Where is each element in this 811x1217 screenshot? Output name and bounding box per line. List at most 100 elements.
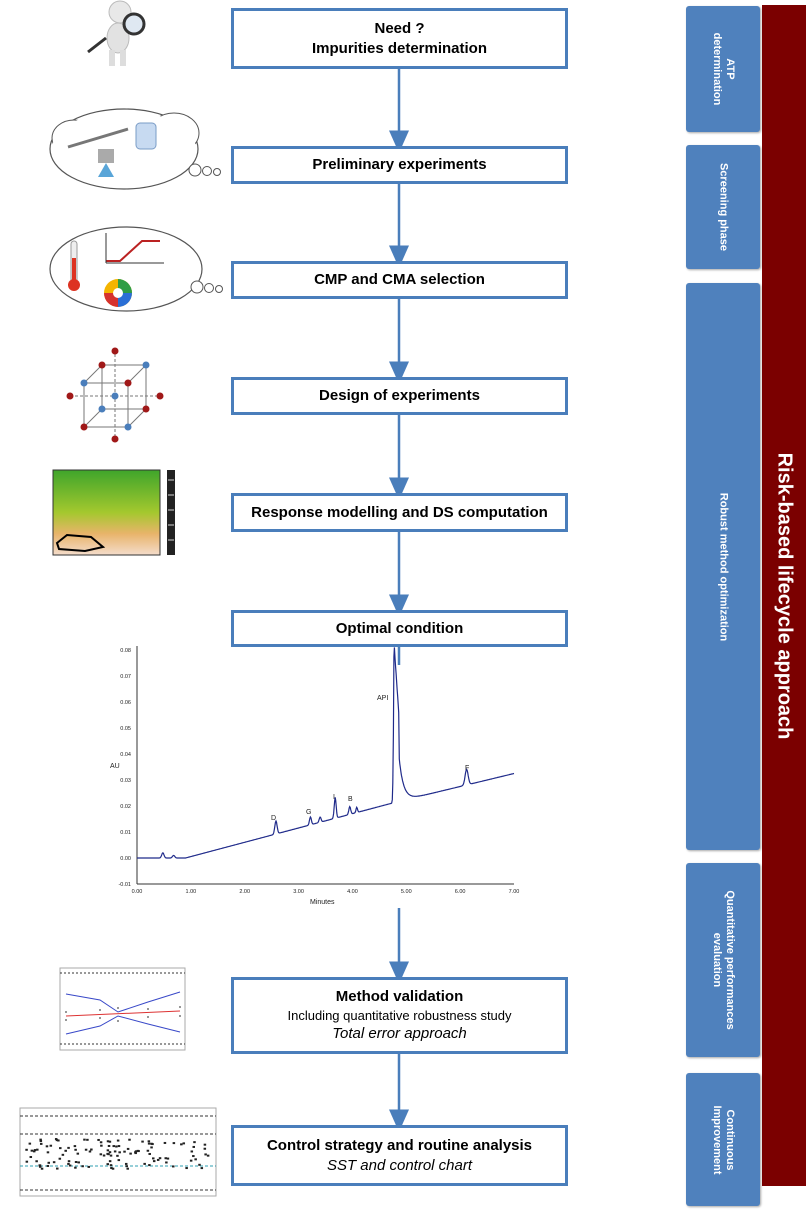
control-point <box>68 1164 72 1167</box>
control-point <box>115 1145 118 1148</box>
x-tick-label: 3.00 <box>293 889 304 895</box>
control-point <box>55 1139 59 1142</box>
control-point <box>156 1158 160 1161</box>
control-point <box>147 1142 151 1145</box>
peak-label-f: F <box>465 765 469 772</box>
control-point <box>74 1160 78 1163</box>
control-point <box>81 1165 84 1168</box>
control-point <box>38 1165 42 1168</box>
phase-robust-optimization: Robust method optimization <box>686 283 760 850</box>
control-point <box>106 1149 110 1152</box>
control-point <box>38 1164 42 1167</box>
control-point <box>118 1151 121 1154</box>
control-point <box>163 1141 167 1144</box>
step-response-modelling: Response modelling and DS computation <box>231 493 568 532</box>
lab-equipment-thought-cloud <box>49 108 221 190</box>
control-point <box>152 1157 155 1160</box>
control-point <box>36 1148 39 1151</box>
control-point <box>129 1152 132 1155</box>
peak-label-g: G <box>306 809 311 816</box>
control-point <box>54 1138 58 1141</box>
control-point <box>108 1151 112 1154</box>
control-point <box>40 1167 44 1170</box>
control-point <box>88 1150 92 1153</box>
step-subtitle: Impurities determination <box>311 39 488 57</box>
step-title: Method validation <box>335 988 464 1005</box>
step-control-strategy: Control strategy and routine analysis SS… <box>231 1125 568 1186</box>
control-point <box>141 1140 144 1143</box>
control-point <box>87 1165 91 1168</box>
control-point <box>172 1165 175 1168</box>
y-axis-label: AU <box>110 763 120 770</box>
control-point <box>52 1161 56 1164</box>
control-point <box>100 1144 103 1147</box>
control-point <box>111 1167 115 1170</box>
y-tick-label: 0.05 <box>120 726 131 732</box>
control-point <box>83 1138 86 1141</box>
control-point <box>76 1152 80 1155</box>
control-point <box>67 1146 70 1149</box>
control-point <box>198 1163 201 1166</box>
control-point <box>47 1161 51 1164</box>
control-point <box>148 1164 151 1167</box>
step-title: Optimal condition <box>335 619 464 637</box>
control-point <box>116 1154 119 1157</box>
control-point <box>106 1140 110 1143</box>
control-point <box>203 1147 207 1150</box>
control-point <box>147 1140 151 1143</box>
control-point <box>117 1145 121 1148</box>
y-tick-label: 0.08 <box>120 648 131 654</box>
control-point <box>206 1154 210 1157</box>
control-point <box>108 1140 112 1143</box>
y-tick-label: 0.03 <box>120 778 131 784</box>
control-point <box>67 1162 70 1165</box>
control-point <box>46 1164 50 1167</box>
control-point <box>192 1155 195 1158</box>
control-point <box>56 1167 59 1170</box>
y-tick-label: 0.00 <box>120 856 131 862</box>
x-tick-label: 6.00 <box>455 889 466 895</box>
control-point <box>108 1160 112 1163</box>
control-point <box>99 1153 103 1156</box>
lifecycle-bar: Risk-based lifecycle approach <box>762 5 806 1186</box>
control-point <box>33 1149 37 1152</box>
peak-label-api: API <box>377 695 388 702</box>
peak-label-b: B <box>348 796 353 803</box>
control-point <box>203 1143 207 1146</box>
control-point <box>25 1160 29 1163</box>
control-point <box>124 1162 128 1165</box>
step-line2: Including quantitative robustness study <box>287 1008 512 1023</box>
control-point <box>113 1150 117 1153</box>
control-point <box>64 1149 67 1152</box>
step-design-of-experiments: Design of experiments <box>231 377 568 415</box>
control-point <box>25 1148 28 1151</box>
control-point <box>59 1147 62 1150</box>
control-point <box>112 1145 115 1148</box>
control-point <box>164 1157 168 1160</box>
control-point <box>143 1162 146 1165</box>
control-point <box>99 1141 103 1144</box>
control-point <box>74 1148 77 1151</box>
step-title: Preliminary experiments <box>312 156 487 173</box>
control-point <box>152 1160 156 1163</box>
chromatogram-trace <box>137 647 515 859</box>
control-point <box>29 1156 33 1159</box>
y-tick-label: -0.01 <box>118 882 131 888</box>
control-point <box>28 1142 32 1145</box>
control-point <box>97 1138 100 1141</box>
x-tick-label: 7.00 <box>509 889 520 895</box>
control-point <box>150 1146 153 1149</box>
control-point <box>128 1138 131 1141</box>
control-point <box>165 1161 168 1164</box>
chromatogram: 0.080.070.060.050.040.030.020.010.00-0.0… <box>110 646 520 906</box>
control-point <box>73 1145 77 1148</box>
control-point <box>35 1160 38 1163</box>
control-point <box>123 1150 126 1153</box>
control-point <box>58 1157 62 1160</box>
x-tick-label: 5.00 <box>401 889 412 895</box>
control-point <box>61 1153 65 1156</box>
design-space-contour-plot <box>52 469 175 556</box>
control-point <box>30 1149 34 1152</box>
